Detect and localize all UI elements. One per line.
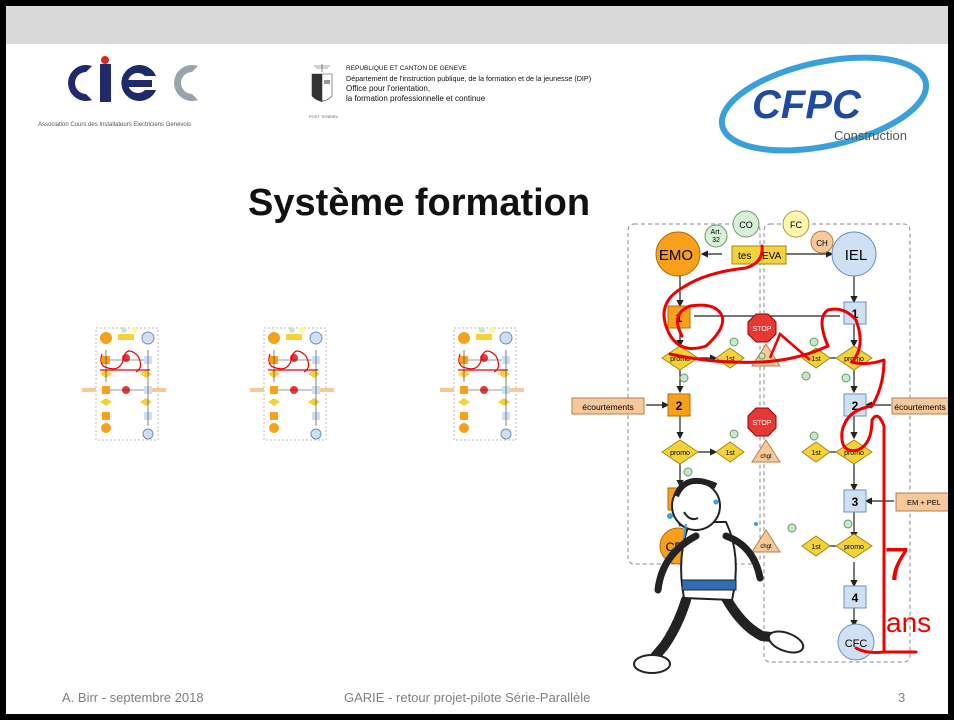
footer-title: GARIE - retour projet-pilote Série-Paral… [344,690,591,705]
node-chgt-2: chgt [760,544,772,550]
training-system-diagram: CO FC Art. 32 CH EMO IEL tes EVA 1 promo… [571,210,948,674]
node-cfc-right: CFC [845,638,868,650]
mini-diagram-2 [246,326,336,446]
node-1st-r3: 1st [811,544,820,551]
node-em-pel: EM + PEL [907,498,941,507]
node-ch: CH [816,239,828,248]
mini-diagram-1 [78,326,168,446]
cfpc-letters: CFPC [752,83,862,127]
node-stop-2: STOP [753,420,772,427]
node-ecourtements-left: écourtements [582,402,634,412]
node-1st-l2: 1st [725,450,734,457]
geneva-crest-icon: POST TENEBRAS LUX [309,64,338,119]
mini-diagram-3 [436,326,526,446]
node-iel-3: 3 [852,495,859,509]
node-1st-l1: 1st [725,356,734,363]
node-tes: tes [738,251,751,262]
tired-walker-illustration [633,477,805,674]
node-iel-1: 1 [852,307,859,321]
node-stop-1: STOP [753,326,772,333]
node-co: CO [739,220,753,230]
ciec-caption: Association Cours des Installateurs Elec… [38,122,192,128]
node-eva: EVA [762,251,782,262]
node-iel: IEL [845,247,868,264]
slide-title: Système formation [248,182,591,224]
node-iel-4: 4 [852,591,859,605]
dip-line-1: REPUBLIQUE ET CANTON DE GENEVE [346,65,467,72]
node-ecourtements-right: écourtements [894,402,946,412]
annotation-seven: 7 [884,538,910,590]
footer-author: A. Birr - septembre 2018 [62,690,204,705]
node-promo-r2: promo [844,450,864,457]
slide: Association Cours des Installateurs Elec… [6,6,948,714]
top-bar [6,6,948,44]
footer-page-number: 3 [898,690,906,705]
dip-line-2: Département de l'instruction publique, d… [346,74,592,83]
ciec-logo-letters [68,56,198,102]
node-emo-2: 2 [676,399,683,413]
node-art: Art. [711,229,722,236]
dip-line-4: la formation professionnelle et continue [346,94,486,103]
svg-text:POST TENEBRAS LUX: POST TENEBRAS LUX [309,114,338,119]
node-promo-r3: promo [844,544,864,551]
ciec-logo: Association Cours des Installateurs Elec… [38,56,268,144]
node-promo-l1: promo [670,356,690,363]
node-iel-2: 2 [852,399,859,413]
node-art-num: 32 [712,237,720,244]
node-promo-l2: promo [670,450,690,457]
node-emo: EMO [659,247,693,264]
node-chgt-1: chgt [760,454,772,460]
node-1st-r2: 1st [811,450,820,457]
cfpc-sub: Construction [834,128,907,143]
node-fc: FC [790,220,802,230]
dip-line-3: Office pour l'orientation, [346,84,431,93]
cfpc-logo: CFPC Construction [718,54,930,154]
dip-text-block: REPUBLIQUE ET CANTON DE GENEVE Départeme… [346,64,591,104]
node-1st-r1: 1st [811,356,820,363]
annotation-years: ans [886,607,931,638]
